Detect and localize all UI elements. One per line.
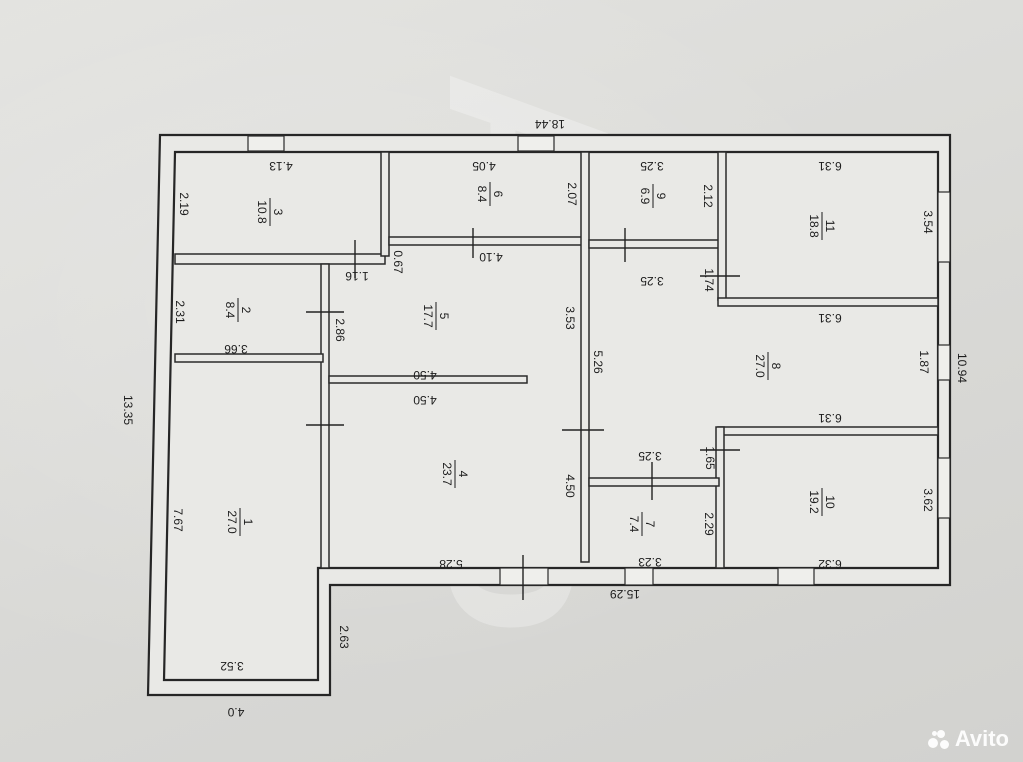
dim-r7-height: 2.29: [702, 512, 716, 536]
dim-total-bottom: 15.29: [610, 587, 640, 601]
room-area: 17.7: [421, 304, 435, 328]
dim-r2-width: 3.66: [224, 342, 248, 356]
dim-tail-left: 2.63: [337, 625, 351, 649]
room-2: 2 8.4: [223, 298, 253, 322]
dim-r8-top-a: 3.25: [640, 274, 664, 288]
room-labels: 1 27.0 2 8.4 3 10.8 4 23.7 5 17.7 6 8.4: [223, 182, 837, 536]
dim-r8-top-b: 1.74: [702, 268, 716, 292]
dim-r8-bottom-a: 3.25: [638, 449, 662, 463]
room-number: 9: [654, 193, 668, 200]
room-area: 23.7: [440, 462, 454, 486]
interior-walls: [174, 151, 939, 569]
dim-r4-right: 4.50: [563, 474, 577, 498]
room-number: 2: [239, 307, 253, 314]
room-number: 7: [643, 521, 657, 528]
room-number: 10: [823, 495, 837, 509]
dim-r6-bottom: 4.10: [479, 250, 503, 264]
dim-r3-step: 1.16: [345, 269, 369, 283]
dim-r6-width: 4.05: [472, 159, 496, 173]
dim-tail-bottom: 4.0: [227, 705, 244, 719]
avito-watermark-text: Avito: [954, 726, 1009, 751]
dim-total-left: 13.35: [121, 395, 135, 425]
dim-r11-width: 6.31: [818, 159, 842, 173]
outer-walls: [146, 133, 952, 697]
dim-r3-gap: 0.67: [391, 250, 405, 274]
room-number: 3: [271, 209, 285, 216]
room-7: 7 7.4: [627, 512, 657, 536]
dim-r10-height: 3.62: [921, 488, 935, 512]
dim-r8-left: 5.26: [591, 350, 605, 374]
dim-r9-height: 2.12: [701, 184, 715, 208]
dim-r5-bottom: 4.50: [413, 368, 437, 382]
room-10: 10 19.2: [807, 488, 837, 516]
avito-logo-icon: [927, 728, 950, 750]
dim-total-top: 18.44: [535, 117, 565, 131]
dim-r11-bottom: 6.31: [818, 311, 842, 325]
room-number: 11: [823, 220, 837, 233]
room-8: 8 27.0: [753, 352, 783, 380]
dim-r4-bottom: 5.28: [439, 557, 463, 571]
dim-r1-width: 3.52: [220, 659, 244, 673]
room-number: 5: [437, 313, 451, 320]
room-6: 6 8.4: [475, 182, 505, 206]
room-5: 5 17.7: [421, 302, 451, 330]
room-number: 1: [241, 519, 255, 526]
dim-r8-bottom-b: 1.65: [703, 446, 717, 470]
room-area: 8.4: [475, 186, 489, 203]
room-number: 4: [456, 471, 470, 478]
windows: [247, 135, 951, 586]
dim-r11-height: 3.54: [921, 210, 935, 234]
dimension-labels: 18.44 15.29 13.35 10.94 4.0 2.63 3.52 7.…: [121, 117, 969, 719]
room-area: 7.4: [627, 516, 641, 533]
room-area: 10.8: [255, 200, 269, 224]
room-9: 9 6.9: [638, 184, 668, 208]
dim-r3-height: 2.19: [177, 192, 191, 216]
dim-r4-top: 4.50: [413, 393, 437, 407]
dim-r1-height: 7.67: [171, 508, 185, 532]
dim-r5-right: 3.53: [563, 306, 577, 330]
avito-watermark: Avito: [927, 726, 1009, 752]
room-number: 6: [491, 191, 505, 198]
room-area: 27.0: [753, 354, 767, 378]
room-3: 3 10.8: [255, 198, 285, 226]
dim-r9-width: 3.25: [640, 159, 664, 173]
room-4: 4 23.7: [440, 460, 470, 488]
dim-r2-height: 2.31: [173, 300, 187, 324]
room-area: 8.4: [223, 302, 237, 319]
room-area: 18.8: [807, 214, 821, 238]
door-marks: [306, 228, 740, 600]
room-area: 6.9: [638, 188, 652, 205]
room-area: 27.0: [225, 510, 239, 534]
dim-r10-width: 6.32: [818, 557, 842, 571]
room-area: 19.2: [807, 490, 821, 514]
dim-r6-height: 2.07: [565, 182, 579, 206]
dim-r8-right-seg: 1.87: [917, 350, 931, 374]
dim-total-right: 10.94: [955, 353, 969, 383]
dim-r3-width: 4.13: [269, 159, 293, 173]
room-11: 11 18.8: [807, 212, 837, 240]
dim-r10-top: 6.31: [818, 411, 842, 425]
dim-r5-left: 2.86: [333, 318, 347, 342]
dim-r7-width: 3.23: [638, 555, 662, 569]
room-number: 8: [769, 363, 783, 370]
room-1: 1 27.0: [225, 508, 255, 536]
